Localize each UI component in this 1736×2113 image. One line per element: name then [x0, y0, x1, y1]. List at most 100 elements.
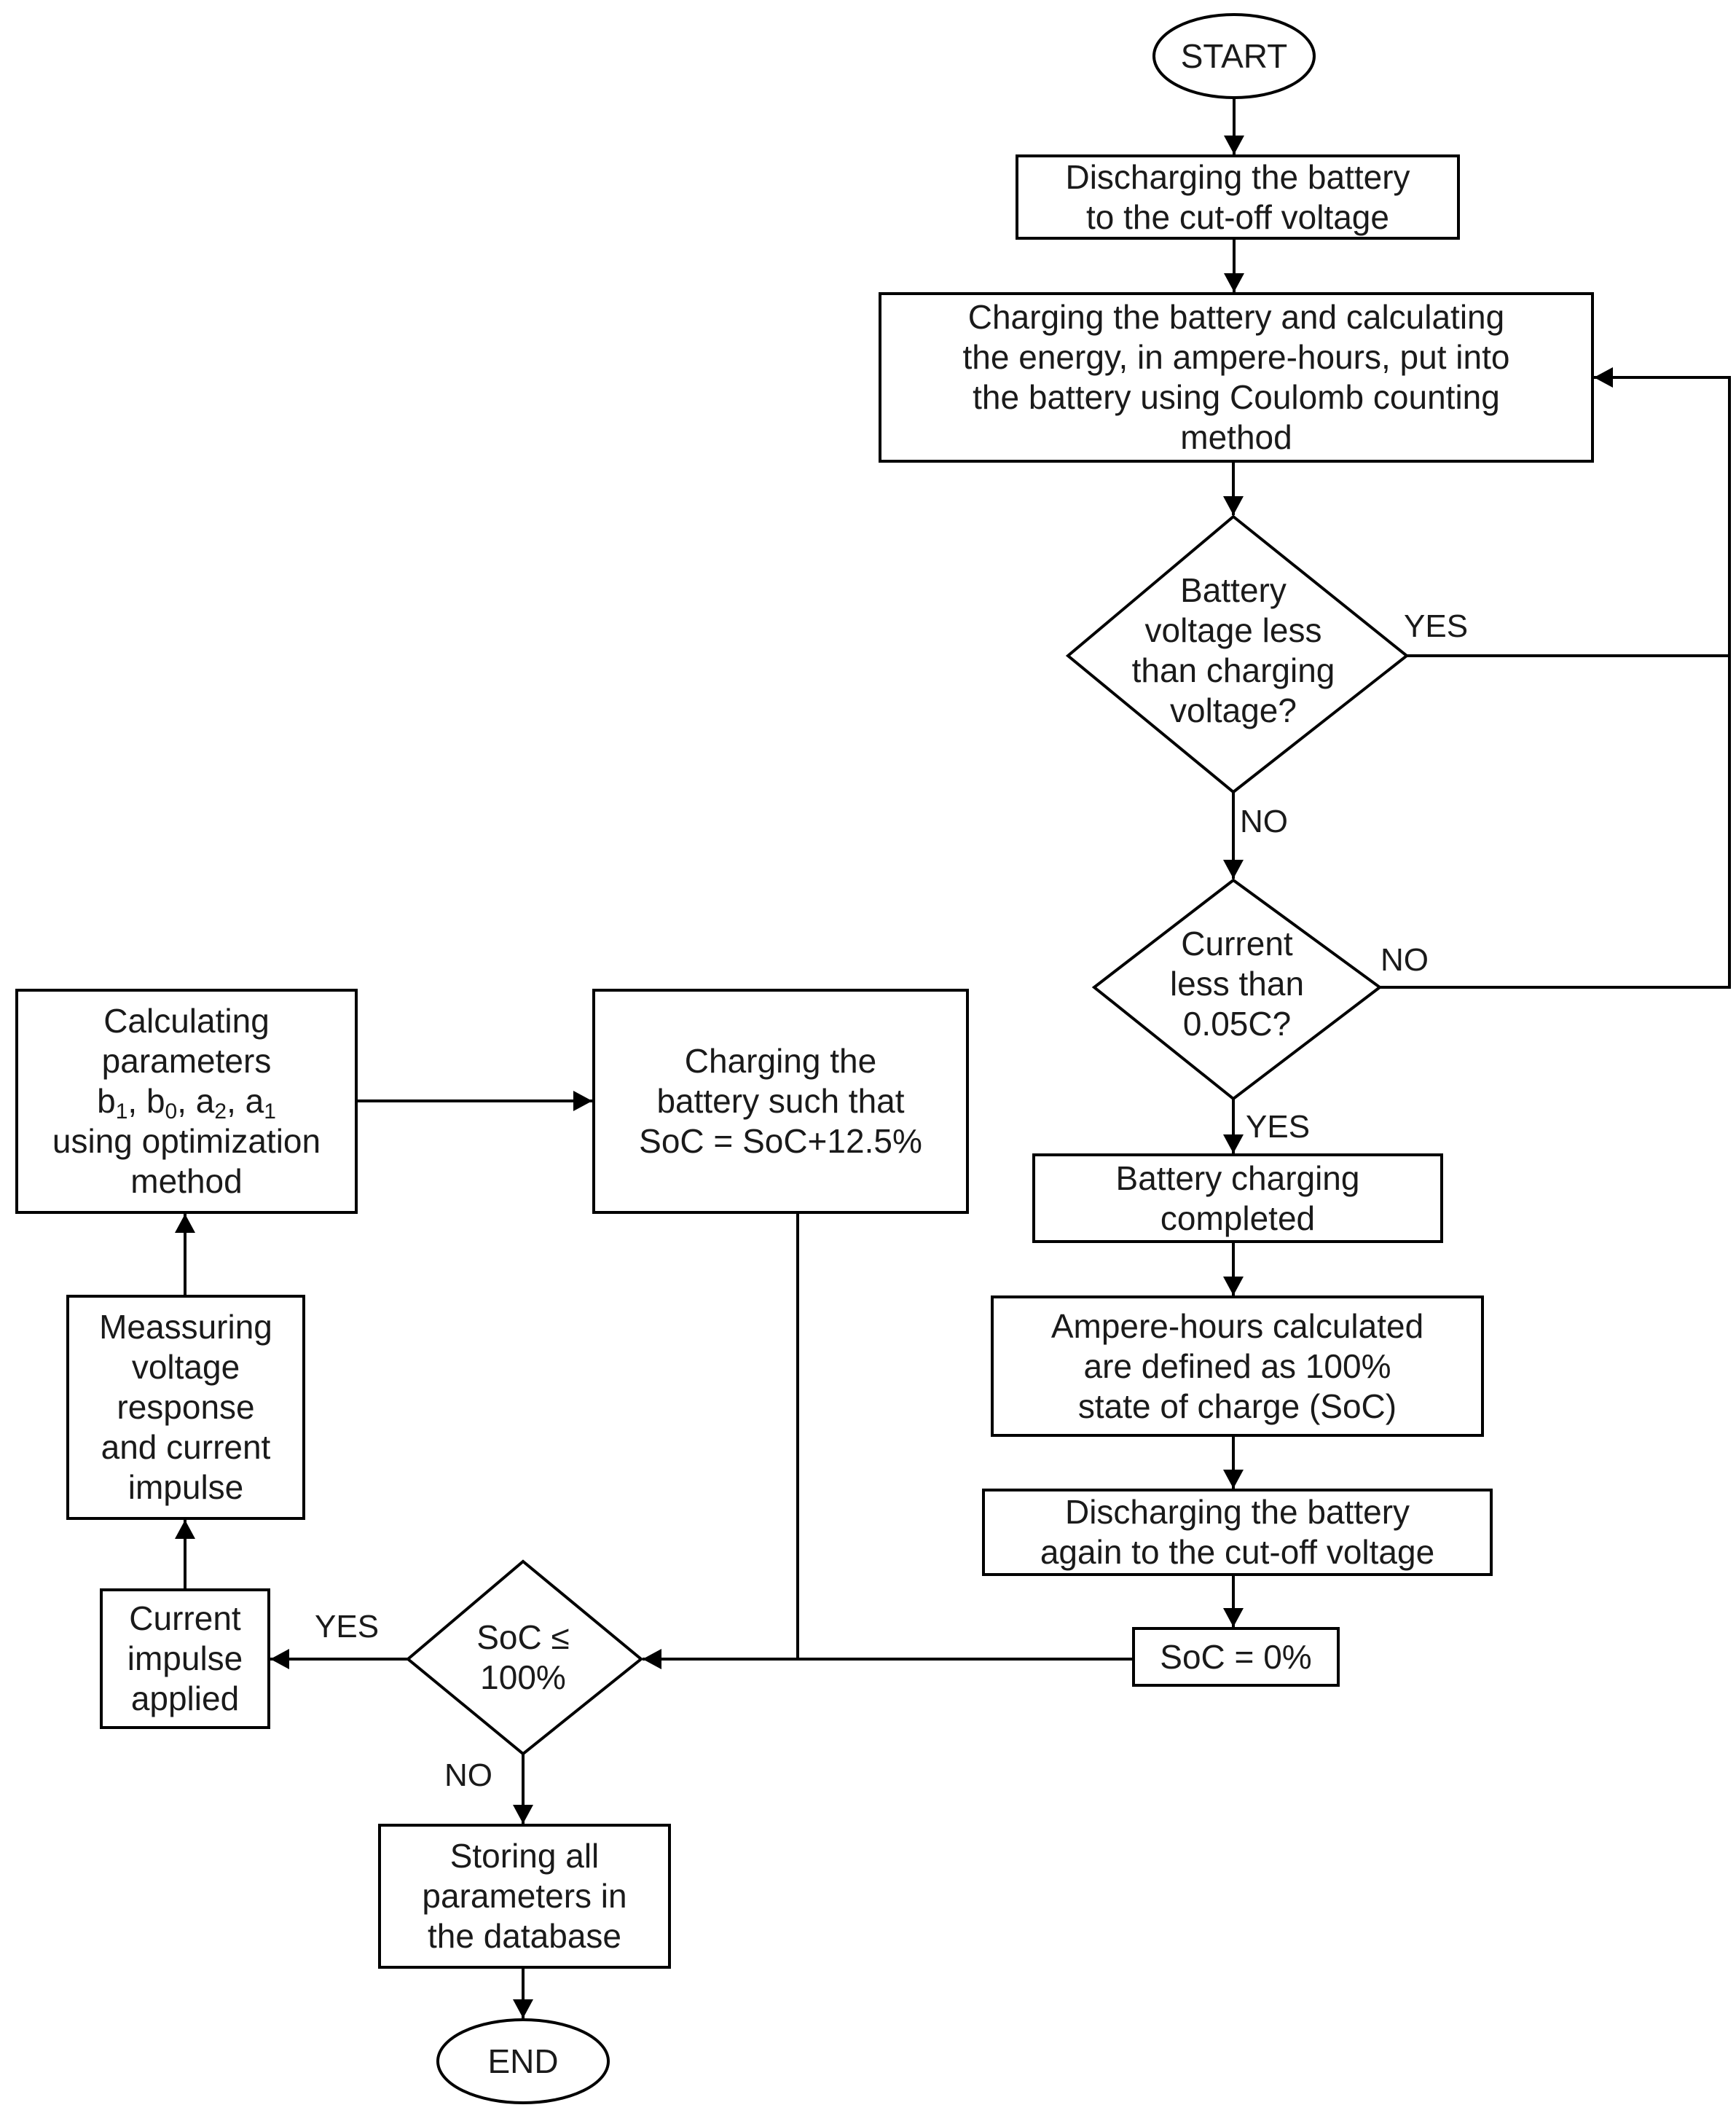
- voltage-decision-label: Battery voltage less than charging volta…: [1107, 568, 1359, 733]
- measuring-label: Meassuring voltage response and current …: [68, 1296, 304, 1518]
- charge-coulomb-label: Charging the battery and calculating the…: [880, 294, 1592, 461]
- text-line: SoC ≤: [476, 1618, 570, 1656]
- param-symbol: a: [195, 1082, 215, 1120]
- text-line: 100%: [480, 1658, 566, 1696]
- store-label: Storing all parameters in the database: [380, 1825, 669, 1967]
- charge-coulomb-box: [879, 292, 1594, 463]
- measuring-box: [66, 1295, 305, 1520]
- arrow-current-no-loop: [1380, 656, 1731, 989]
- text-line: Battery: [1180, 571, 1287, 609]
- text-line: are defined as 100%: [1083, 1346, 1391, 1385]
- text-line: voltage?: [1170, 691, 1297, 729]
- text-line: than charging: [1131, 651, 1335, 689]
- text-line: voltage less: [1144, 611, 1322, 649]
- param-subscript: 2: [214, 1099, 227, 1124]
- param-symbol: b: [146, 1082, 165, 1120]
- voltage-no-label: NO: [1240, 804, 1288, 839]
- current-impulse-label: Current impulse applied: [101, 1590, 269, 1728]
- text-line: method: [130, 1162, 243, 1200]
- discharge-cutoff-label: Discharging the battery to the cut-off v…: [1017, 156, 1458, 238]
- soc-zero-box: [1132, 1627, 1340, 1687]
- arrowhead: [513, 1999, 533, 2018]
- arrowhead: [1224, 273, 1244, 292]
- text-line: Charging the battery and calculating: [967, 298, 1505, 336]
- text-line: battery such that: [656, 1082, 905, 1120]
- arrowhead: [1223, 860, 1244, 879]
- text-line: impulse: [127, 1468, 244, 1506]
- arrowhead: [175, 1214, 195, 1233]
- text-line: completed: [1160, 1199, 1316, 1237]
- text-line: SoC = SoC+12.5%: [639, 1122, 922, 1160]
- arrow-voltage-yes-loop: [1407, 376, 1731, 657]
- current-decision-label: Current less than 0.05C?: [1122, 922, 1352, 1046]
- discharge-again-label: Discharging the battery again to the cut…: [983, 1490, 1491, 1575]
- text-line: Discharging the battery: [1065, 157, 1410, 196]
- text-line: voltage: [131, 1348, 240, 1386]
- param-a1: a1: [245, 1082, 276, 1123]
- charge-soc-label: Charging the battery such that SoC = SoC…: [594, 990, 967, 1212]
- charging-completed-box: [1032, 1153, 1443, 1243]
- text-line: parameters: [101, 1042, 272, 1080]
- param-b1: b1: [97, 1082, 127, 1123]
- soc-zero-label: SoC = 0%: [1134, 1628, 1338, 1685]
- param-b0: b0: [146, 1082, 177, 1123]
- text-line: Storing all: [449, 1837, 600, 1875]
- arrowhead: [1223, 1470, 1244, 1489]
- end-text: END: [487, 2042, 559, 2080]
- text-line: Calculating: [103, 1002, 270, 1040]
- arrowhead: [513, 1805, 533, 1824]
- param-symbol: a: [245, 1082, 264, 1120]
- text-line: and current: [101, 1428, 271, 1466]
- ah-defined-box: [991, 1295, 1484, 1437]
- discharge-cutoff-box: [1016, 154, 1460, 240]
- discharge-again-box: [982, 1489, 1493, 1576]
- text-line: impulse: [127, 1639, 243, 1677]
- text-line: less than: [1169, 964, 1305, 1003]
- text-line: method: [1180, 418, 1292, 456]
- arrowhead: [1223, 496, 1244, 515]
- text-line: the database: [427, 1917, 621, 1955]
- arrowhead: [1594, 367, 1613, 388]
- arrowhead: [1224, 136, 1244, 154]
- param-symbol: b: [97, 1082, 116, 1120]
- text-line: 0.05C?: [1182, 1004, 1292, 1043]
- soc-zero-text: SoC = 0%: [1160, 1637, 1312, 1676]
- store-box: [378, 1824, 671, 1969]
- arrowhead: [1223, 1608, 1244, 1627]
- param-a2: a2: [195, 1082, 227, 1123]
- calc-params-label: Calculating parameters b1, b0, a2, a1 us…: [17, 990, 356, 1212]
- arrowhead: [175, 1520, 195, 1539]
- arrowhead: [1223, 1134, 1244, 1153]
- parameter-list: b1, b0, a2, a1: [97, 1082, 276, 1124]
- start-label: START: [1154, 15, 1314, 98]
- text-line: using optimization: [52, 1122, 321, 1160]
- arrowhead: [573, 1091, 592, 1111]
- ah-defined-label: Ampere-hours calculated are defined as 1…: [992, 1297, 1482, 1435]
- text-line: Discharging the battery: [1064, 1493, 1410, 1531]
- text-line: the energy, in ampere-hours, put into: [962, 338, 1510, 376]
- text-line: Current: [1181, 924, 1293, 963]
- voltage-yes-label: YES: [1404, 608, 1469, 644]
- param-subscript: 0: [165, 1099, 178, 1124]
- text-line: Charging the: [684, 1042, 877, 1080]
- soc-no-label: NO: [444, 1757, 492, 1793]
- text-line: parameters in: [422, 1877, 627, 1915]
- text-line: the battery using Coulomb counting: [973, 378, 1500, 416]
- text-line: Current: [129, 1599, 241, 1637]
- text-line: Meassuring: [99, 1308, 272, 1346]
- text-line: Battery charging: [1115, 1159, 1360, 1197]
- end-label: END: [438, 2020, 608, 2103]
- param-subscript: 1: [264, 1099, 276, 1124]
- start-text: START: [1180, 36, 1288, 75]
- arrowhead: [1223, 1277, 1244, 1295]
- text-line: response: [117, 1388, 255, 1426]
- text-line: again to the cut-off voltage: [1040, 1533, 1435, 1571]
- soc-yes-label: YES: [315, 1609, 380, 1644]
- text-line: to the cut-off voltage: [1086, 197, 1389, 236]
- charge-soc-box: [592, 989, 969, 1214]
- text-line: applied: [130, 1679, 240, 1717]
- soc-decision-label: SoC ≤ 100%: [443, 1614, 603, 1701]
- current-no-label: NO: [1380, 942, 1429, 978]
- text-line: state of charge (SoC): [1077, 1387, 1397, 1425]
